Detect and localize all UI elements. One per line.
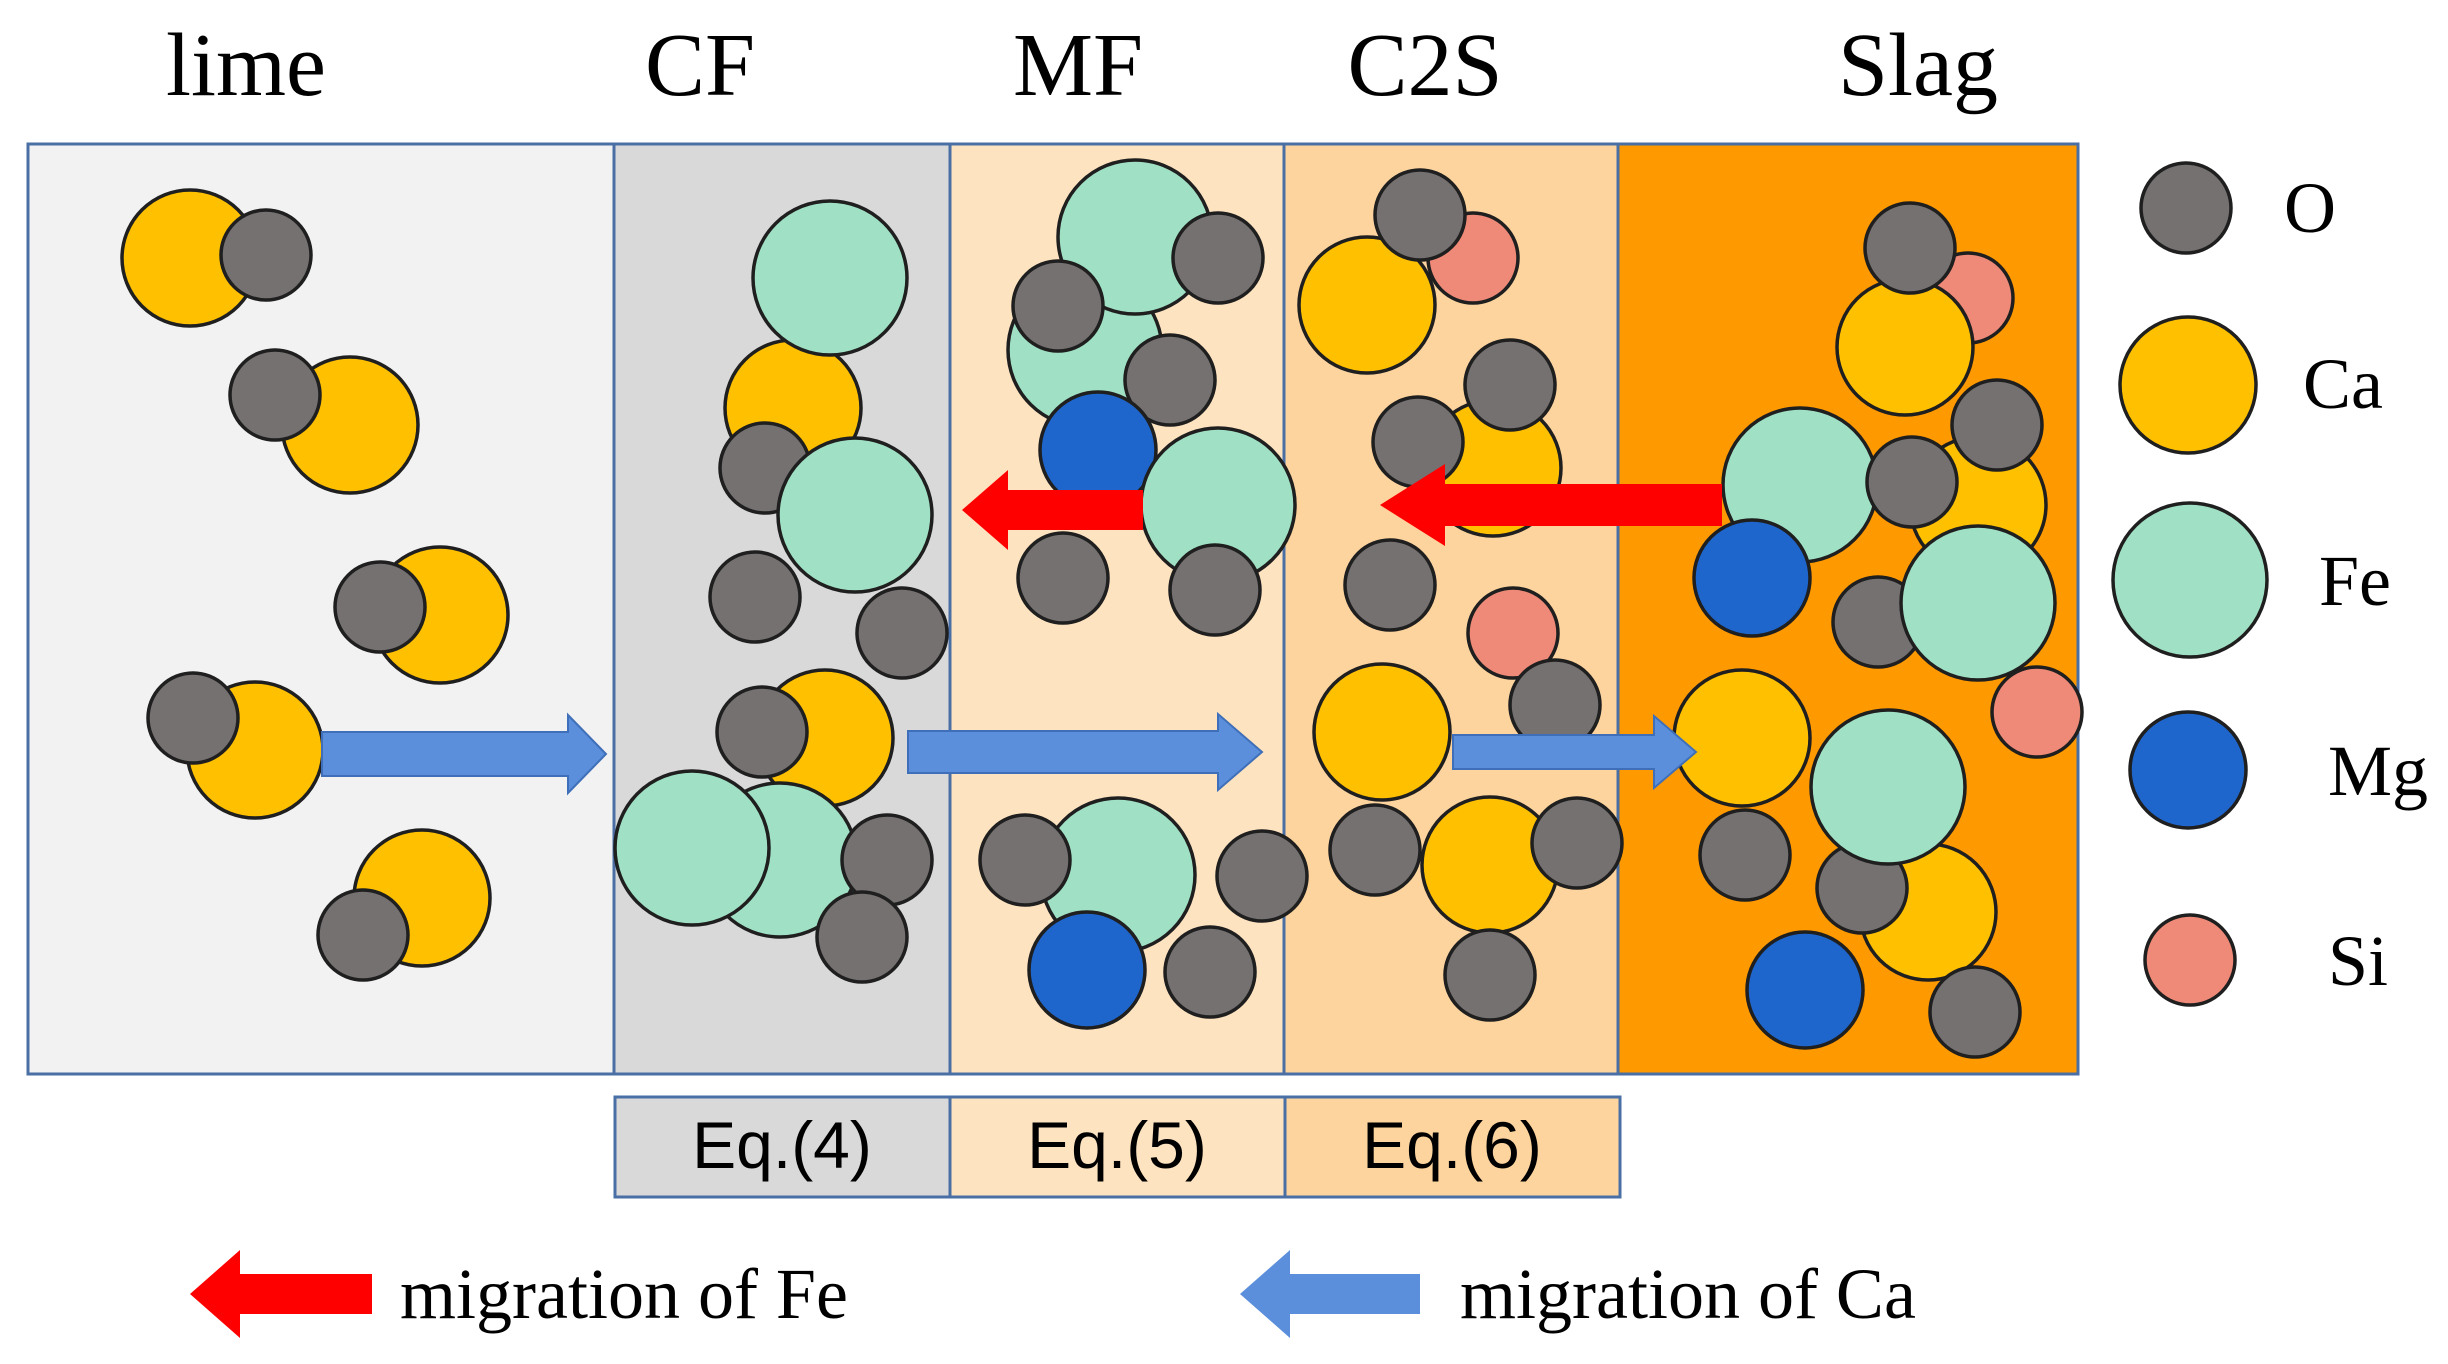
title-mf: MF [1013, 16, 1143, 115]
legend-ca-arrow-swatch [1240, 1250, 1420, 1338]
lime-atoms [120, 188, 510, 982]
o-atom [333, 560, 427, 654]
o-atom [1123, 333, 1217, 427]
ca-atom [1835, 277, 1975, 417]
o-atom [1016, 531, 1110, 625]
eq-label-cf: Eq.(4) [692, 1108, 872, 1182]
o-atom [1863, 201, 1957, 295]
o-atom [1163, 925, 1257, 1019]
legend-fe-arrow-label: migration of Fe [400, 1254, 848, 1334]
o-atom [815, 890, 909, 984]
legend-fe-label: Fe [2319, 541, 2391, 621]
legend-si-label: Si [2328, 921, 2388, 1001]
o-atom [1865, 435, 1959, 529]
legend-o-swatch [2139, 161, 2233, 255]
o-atom [1328, 803, 1422, 897]
o-atom [855, 586, 949, 680]
eq-box-cf [613, 1095, 952, 1199]
cf-atoms [613, 199, 949, 984]
fe-atom [1809, 708, 1967, 866]
o-atom [146, 671, 240, 765]
legend-mg-swatch [2128, 710, 2248, 830]
legend-fe-swatch [2111, 501, 2269, 659]
o-atom [1928, 965, 2022, 1059]
title-cf: CF [645, 16, 755, 115]
o-atom [228, 348, 322, 442]
title-slag: Slag [1838, 16, 1998, 115]
o-atom [708, 550, 802, 644]
atom-legend [2111, 161, 2269, 1007]
eq-label-c2s: Eq.(6) [1362, 1108, 1542, 1182]
o-atom [1011, 259, 1105, 353]
ca-atom [1297, 235, 1437, 375]
mf-atoms [978, 158, 1309, 1030]
legend-ca-arrow-label: migration of Ca [1460, 1254, 1916, 1334]
legend-ca-label: Ca [2303, 344, 2383, 424]
legend-o-label: O [2284, 168, 2336, 248]
fe-atom [613, 769, 771, 927]
o-atom [1698, 808, 1792, 902]
title-lime: lime [166, 16, 326, 115]
mg-atom [1692, 518, 1812, 638]
si-atom [1466, 586, 1560, 680]
o-atom [1168, 543, 1262, 637]
fe-atom [776, 436, 934, 594]
legend-ca-swatch [2118, 315, 2258, 455]
title-c2s: C2S [1347, 16, 1502, 115]
ca-atom [1672, 668, 1812, 808]
o-atom [1171, 211, 1265, 305]
o-atom [1215, 829, 1309, 923]
legend-mg-label: Mg [2328, 731, 2428, 811]
fe-atom [1899, 524, 2057, 682]
o-atom [1343, 538, 1437, 632]
ca-migration-arrow [907, 711, 1264, 793]
o-atom [219, 208, 313, 302]
ca-atom [1312, 662, 1452, 802]
o-atom [1463, 338, 1557, 432]
eq-box-c2s [1283, 1095, 1622, 1199]
mg-atom [1027, 910, 1147, 1030]
fe-atom [751, 199, 909, 357]
fe-migration-arrow [1380, 464, 1722, 546]
o-atom [1373, 168, 1467, 262]
o-atom [978, 813, 1072, 907]
o-atom [1443, 928, 1537, 1022]
ca-migration-arrow [1452, 713, 1698, 791]
fe-migration-arrow [962, 470, 1143, 550]
slag-atoms [1672, 201, 2084, 1059]
o-atom [1950, 378, 2044, 472]
mg-atom [1745, 930, 1865, 1050]
eq-label-mf: Eq.(5) [1027, 1108, 1207, 1182]
equation-boxes [613, 1095, 1622, 1199]
o-atom [316, 888, 410, 982]
ca-migration-arrow [321, 712, 608, 796]
legend-si-swatch [2143, 913, 2237, 1007]
o-atom [715, 685, 809, 779]
si-atom [1990, 665, 2084, 759]
zone-borders [26, 142, 2080, 1076]
legend-fe-arrow-swatch [190, 1250, 372, 1338]
o-atom [1371, 395, 1465, 489]
o-atom [1530, 796, 1624, 890]
